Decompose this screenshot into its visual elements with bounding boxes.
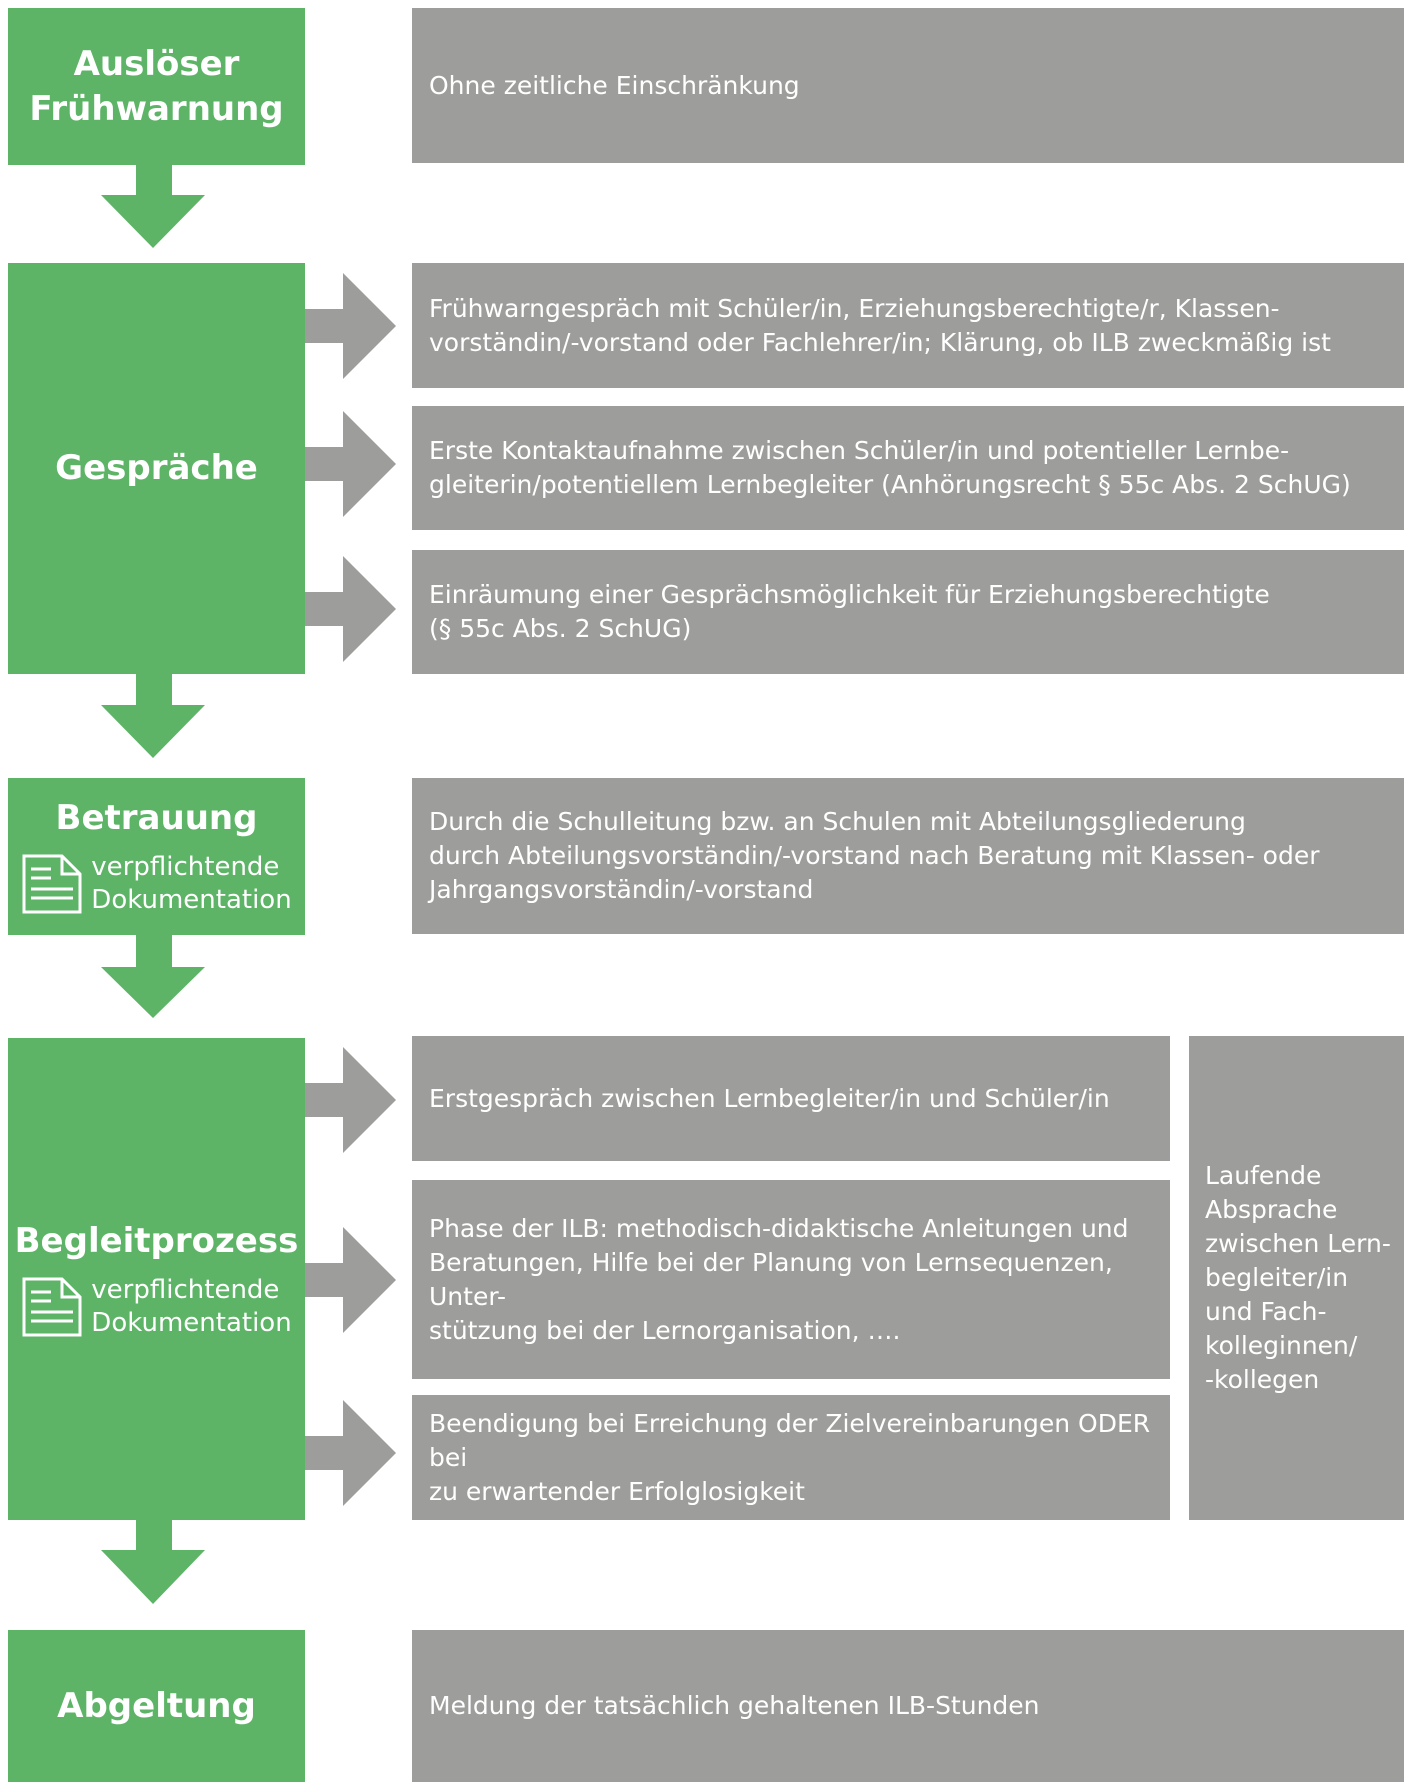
betrauung-documentation-note: verpflichtende Dokumentation [21, 851, 292, 917]
box-begleitprozess-side: Laufende Absprache zwischen Lern- beglei… [1189, 1036, 1404, 1520]
side-line-3: zwischen Lern- [1205, 1229, 1391, 1258]
box-begleitprozess-3-line-2: zu erwartender Erfolglosigkeit [429, 1476, 805, 1506]
side-line-7: -kollegen [1205, 1365, 1320, 1394]
box-begleitprozess-1: Erstgespräch zwischen Lernbegleiter/in u… [412, 1036, 1170, 1161]
side-line-1: Laufende [1205, 1161, 1322, 1190]
box-abgeltung-text: Meldung der tatsächlich gehaltenen ILB-S… [429, 1691, 1040, 1720]
right-arrow-3 [305, 556, 396, 662]
side-line-2: Absprache [1205, 1195, 1338, 1224]
side-line-4: begleiter/in [1205, 1263, 1349, 1292]
box-begleitprozess-1-text: Erstgespräch zwischen Lernbegleiter/in u… [429, 1083, 1110, 1113]
box-betrauung-line-2: durch Abteilungsvorständin/-vorstand nac… [429, 841, 1320, 870]
box-abgeltung: Meldung der tatsächlich gehaltenen ILB-S… [412, 1630, 1404, 1782]
begleitprozess-doc-label-line-2: Dokumentation [91, 1307, 292, 1338]
box-begleitprozess-3: Beendigung bei Erreichung der Zielverein… [412, 1395, 1170, 1520]
box-gespraeche-1-line-1: Frühwarngespräch mit Schüler/in, Erziehu… [429, 293, 1280, 323]
right-arrow-2 [305, 411, 396, 517]
right-arrow-6 [305, 1400, 396, 1506]
right-arrow-5 [305, 1227, 396, 1333]
begleitprozess-doc-label-line-1: verpflichtende [91, 1274, 280, 1305]
box-gespraeche-3-line-1: Einräumung einer Gesprächsmöglichkeit fü… [429, 580, 1270, 609]
box-gespraeche-1-line-2: vorständin/-vorstand oder Fachlehrer/in;… [429, 327, 1331, 357]
stage-ausloeser: Auslöser Frühwarnung [8, 8, 305, 165]
stage-begleitprozess: Begleitprozess verpflichtende Dokumentat… [8, 1038, 305, 1520]
stage-abgeltung-title: Abgeltung [57, 1685, 256, 1726]
side-line-6: kolleginnen/ [1205, 1331, 1358, 1360]
box-gespraeche-2-line-1: Erste Kontaktaufnahme zwischen Schüler/i… [429, 436, 1290, 465]
down-arrow-3 [101, 935, 205, 1018]
box-gespraeche-2-line-2: gleiterin/potentiellem Lernbegleiter (An… [429, 470, 1351, 499]
stage-betrauung-title: Betrauung [55, 798, 258, 838]
down-arrow-2 [101, 674, 205, 758]
side-line-5: und Fach- [1205, 1297, 1327, 1326]
box-gespraeche-2: Erste Kontaktaufnahme zwischen Schüler/i… [412, 406, 1404, 530]
box-begleitprozess-2-line-1: Phase der ILB: methodisch-didaktische An… [429, 1213, 1129, 1243]
document-icon [22, 1277, 82, 1336]
down-arrow-1 [101, 165, 205, 248]
right-arrow-1 [305, 273, 396, 379]
stage-gespraeche-title: Gespräche [55, 448, 258, 488]
box-ausloeser-text: Ohne zeitliche Einschränkung [429, 70, 800, 100]
stage-betrauung: Betrauung verpflichtende Dokumentation [8, 778, 305, 935]
box-gespraeche-1: Frühwarngespräch mit Schüler/in, Erziehu… [412, 263, 1404, 388]
box-begleitprozess-3-line-1: Beendigung bei Erreichung der Zielverein… [429, 1408, 1151, 1472]
stage-ausloeser-title-line-2: Frühwarnung [29, 88, 284, 129]
box-betrauung: Durch die Schulleitung bzw. an Schulen m… [412, 778, 1404, 934]
box-gespraeche-3: Einräumung einer Gesprächsmöglichkeit fü… [412, 550, 1404, 674]
box-gespraeche-3-line-2: (§ 55c Abs. 2 SchUG) [429, 614, 692, 643]
betrauung-doc-label-line-1: verpflichtende [91, 852, 280, 882]
document-icon [22, 854, 82, 914]
stage-abgeltung: Abgeltung [8, 1630, 305, 1782]
box-betrauung-line-1: Durch die Schulleitung bzw. an Schulen m… [429, 807, 1246, 836]
box-begleitprozess-2-line-2: Beratungen, Hilfe bei der Planung von Le… [429, 1247, 1113, 1311]
down-arrow-4 [101, 1520, 205, 1604]
betrauung-doc-label-line-2: Dokumentation [91, 885, 292, 915]
box-betrauung-line-3: Jahrgangsvorständin/-vorstand [429, 875, 814, 904]
stage-begleitprozess-title: Begleitprozess [14, 1220, 299, 1261]
begleitprozess-documentation-note: verpflichtende Dokumentation [21, 1274, 292, 1340]
right-arrow-4 [305, 1047, 396, 1153]
box-ausloeser: Ohne zeitliche Einschränkung [412, 8, 1404, 163]
box-begleitprozess-2: Phase der ILB: methodisch-didaktische An… [412, 1180, 1170, 1379]
stage-ausloeser-title-line-1: Auslöser [73, 43, 240, 84]
box-begleitprozess-2-line-3: stützung bei der Lernorganisation, …. [429, 1315, 901, 1345]
stage-gespraeche: Gespräche [8, 263, 305, 674]
